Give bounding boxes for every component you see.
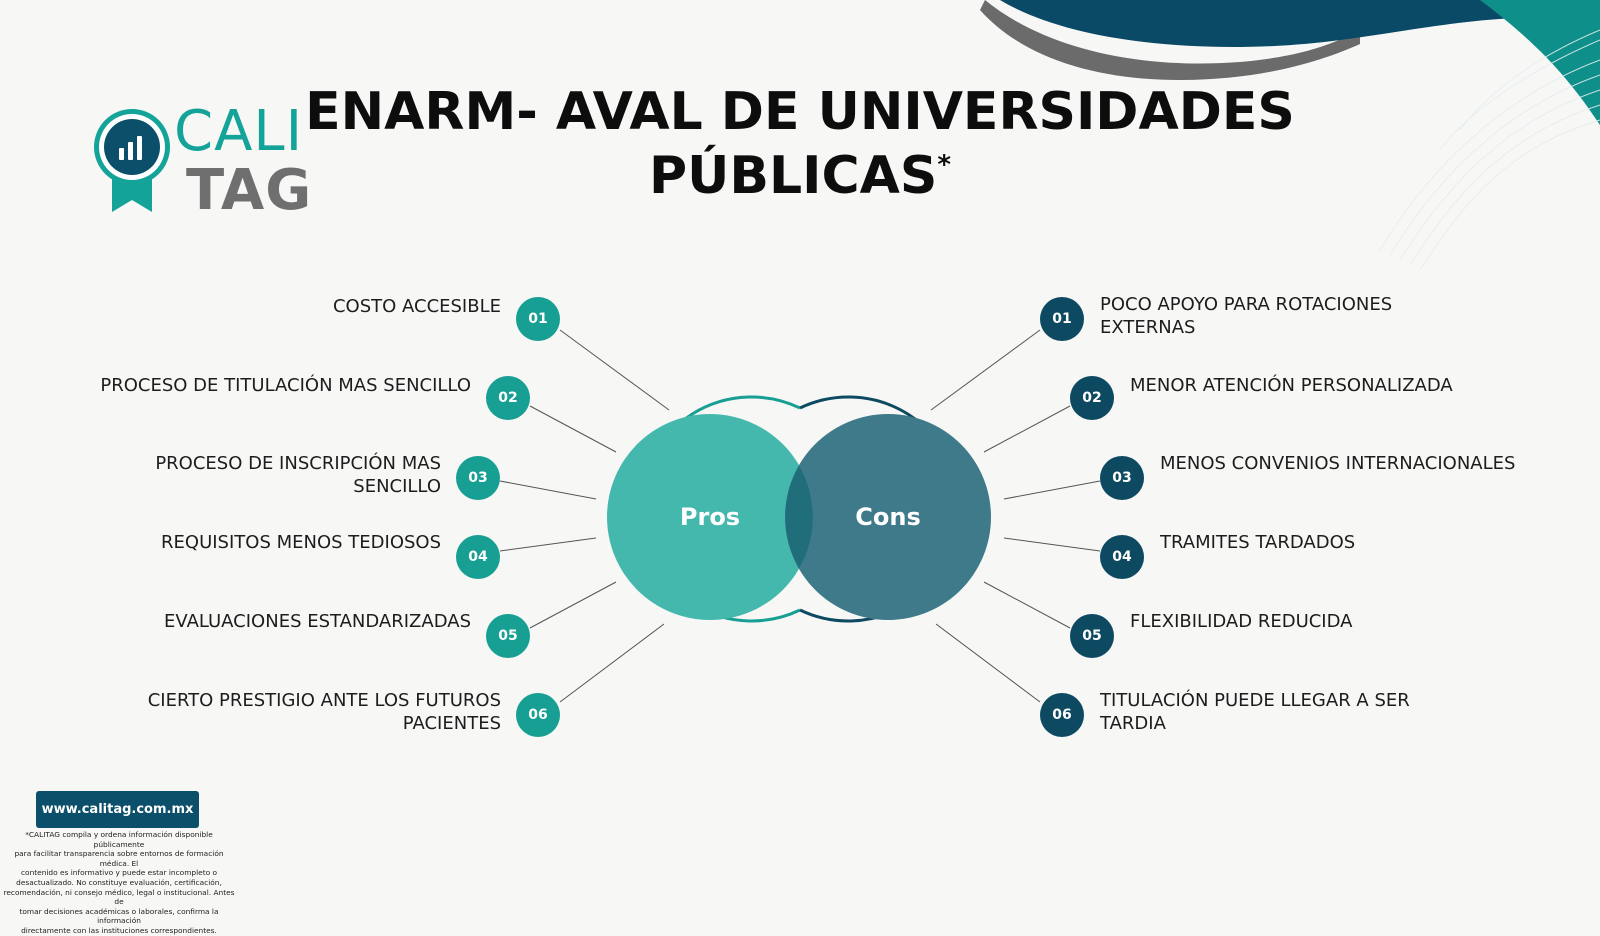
logo-text-cali: CALI	[174, 99, 304, 164]
logo-badge	[94, 109, 170, 212]
disclaimer-line: tomar decisiones académicas o laborales,…	[19, 906, 219, 926]
cons-label: Cons	[855, 503, 921, 531]
con-item-1-line1: POCO APOYO PARA ROTACIONES	[1100, 294, 1393, 315]
cons-circle	[785, 414, 991, 620]
con-connector-6	[935, 623, 1041, 703]
con-item-4-line1: TRAMITES TARDADOS	[1160, 532, 1356, 553]
con-item-3-line1: MENOS CONVENIOS INTERNACIONALES	[1160, 453, 1516, 474]
pro-item-1-number: 01	[516, 297, 560, 341]
pro-connector-3	[499, 480, 597, 500]
pro-item-2-line1: PROCESO DE TITULACIÓN MAS SENCILLO	[100, 375, 471, 396]
con-item-3-text: MENOS CONVENIOS INTERNACIONALES	[1160, 452, 1515, 475]
con-item-3-number: 03	[1100, 456, 1144, 500]
pro-item-4-line1: REQUISITOS MENOS TEDIOSOS	[161, 532, 441, 553]
corner-wave-decoration	[980, 0, 1600, 271]
pro-item-4-number: 04	[456, 535, 500, 579]
pro-connector-5	[529, 581, 617, 629]
pro-item-6-number: 06	[516, 693, 560, 737]
con-item-5-line1: FLEXIBILIDAD REDUCIDA	[1130, 611, 1353, 632]
pro-item-5-number: 05	[486, 614, 530, 658]
website-button[interactable]: www.calitag.com.mx	[36, 791, 199, 828]
disclaimer-line: directamente con las instituciones corre…	[21, 925, 217, 935]
connector-lines	[499, 329, 1101, 703]
venn-overlap	[785, 465, 813, 569]
pro-item-3-line2: SENCILLO	[353, 476, 441, 497]
pro-item-2-number: 02	[486, 376, 530, 420]
con-item-2-number: 02	[1070, 376, 1114, 420]
disclaimer-line: para facilitar transparencia sobre entor…	[14, 849, 224, 868]
background-graphics	[94, 0, 1600, 703]
con-item-1-text: POCO APOYO PARA ROTACIONES EXTERNAS	[1100, 293, 1392, 339]
con-connector-1	[930, 329, 1041, 411]
pros-circle	[607, 414, 813, 620]
con-item-5-text: FLEXIBILIDAD REDUCIDA	[1130, 610, 1352, 633]
con-item-4-text: TRAMITES TARDADOS	[1160, 531, 1355, 554]
pro-item-3-line1: PROCESO DE INSCRIPCIÓN MAS	[155, 453, 441, 474]
con-item-2-text: MENOR ATENCIÓN PERSONALIZADA	[1130, 374, 1453, 397]
disclaimer-line: *CALITAG compila y ordena información di…	[25, 830, 213, 849]
con-item-6-number: 06	[1040, 693, 1084, 737]
pro-item-1-line1: COSTO ACCESIBLE	[332, 296, 501, 317]
pro-connector-4	[499, 537, 597, 552]
con-item-5-number: 05	[1070, 614, 1114, 658]
con-item-2-line1: MENOR ATENCIÓN PERSONALIZADA	[1130, 375, 1453, 396]
con-item-6-line1: TITULACIÓN PUEDE LLEGAR A SER	[1100, 690, 1410, 711]
pro-item-2-text: PROCESO DE TITULACIÓN MAS SENCILLO	[100, 374, 471, 397]
pro-item-3-text: PROCESO DE INSCRIPCIÓN MAS SENCILLO	[155, 452, 441, 498]
page-title-line1: ENARM- AVAL DE UNIVERSIDADES	[305, 82, 1295, 142]
pros-label: Pros	[679, 503, 741, 531]
title-asterisk: *	[937, 150, 951, 180]
disclaimer-line: desactualizado. No constituye evaluación…	[16, 877, 222, 887]
pro-item-6-line1: CIERTO PRESTIGIO ANTE LOS FUTUROS	[147, 690, 501, 711]
pro-item-5-text: EVALUACIONES ESTANDARIZADAS	[164, 610, 471, 633]
con-connector-3	[1003, 480, 1101, 500]
con-connector-2	[983, 405, 1071, 453]
pro-connector-2	[529, 405, 617, 453]
pro-connector-1	[559, 329, 670, 411]
page-title-line2: PÚBLICAS*	[300, 150, 1300, 202]
disclaimer-line: recomendación, ni consejo médico, legal …	[3, 887, 235, 907]
pro-item-3-number: 03	[456, 456, 500, 500]
con-item-6-text: TITULACIÓN PUEDE LLEGAR A SER TARDIA	[1100, 689, 1410, 735]
disclaimer-line: contenido es informativo y puede estar i…	[20, 868, 217, 878]
pro-connector-6	[559, 623, 665, 703]
disclaimer-text: *CALITAG compila y ordena información di…	[0, 830, 238, 936]
con-item-1-number: 01	[1040, 297, 1084, 341]
con-connector-5	[983, 581, 1071, 629]
pro-item-5-line1: EVALUACIONES ESTANDARIZADAS	[164, 611, 471, 632]
pro-item-6-text: CIERTO PRESTIGIO ANTE LOS FUTUROS PACIEN…	[148, 689, 501, 735]
con-item-6-line2: TARDIA	[1100, 713, 1166, 734]
pro-item-4-text: REQUISITOS MENOS TEDIOSOS	[161, 531, 441, 554]
venn-diagram	[607, 395, 991, 623]
page-title-line2-text: PÚBLICAS	[649, 146, 938, 206]
con-item-4-number: 04	[1100, 535, 1144, 579]
con-connector-4	[1003, 537, 1101, 552]
con-item-1-line2: EXTERNAS	[1100, 317, 1196, 338]
pro-item-6-line2: PACIENTES	[402, 713, 501, 734]
logo-text-tag: TAG	[186, 158, 313, 223]
pro-item-1-text: COSTO ACCESIBLE	[333, 295, 501, 318]
